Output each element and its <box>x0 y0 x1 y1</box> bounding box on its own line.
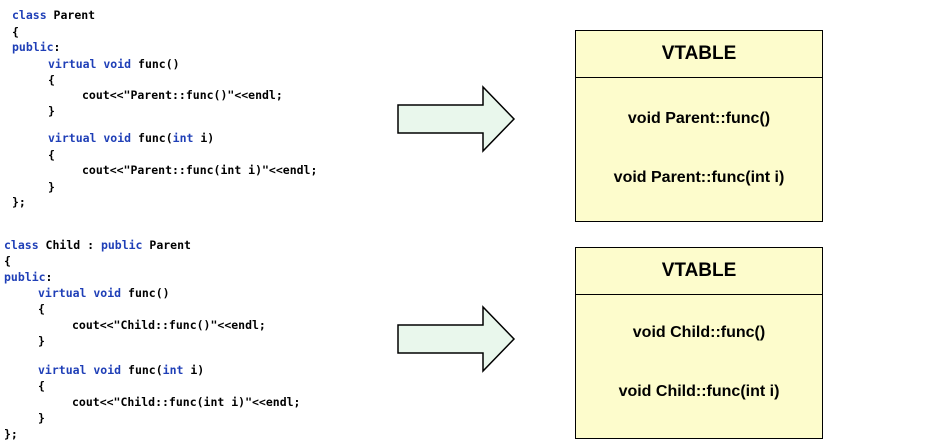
code-keyword: int <box>162 363 184 377</box>
code-keyword: int <box>172 131 194 145</box>
code-line: virtual void func() <box>38 286 170 300</box>
code-line: class Child : public Parent <box>4 238 191 252</box>
child-arrow-icon <box>397 305 516 373</box>
code-text: func() <box>131 57 180 71</box>
code-line: public: <box>12 40 60 54</box>
vtable-entry: void Child::func() <box>632 324 766 341</box>
code-line: } <box>38 411 45 425</box>
code-text: cout<<"Child::func(int i)"<<endl; <box>72 395 301 409</box>
code-text: { <box>38 302 45 316</box>
vtable-entry: void Parent::func(int i) <box>613 169 785 186</box>
code-line: { <box>4 254 11 268</box>
parent-arrow-icon <box>397 85 516 153</box>
vtable-title: VTABLE <box>576 31 822 78</box>
code-line: } <box>48 104 55 118</box>
code-line: { <box>12 25 19 39</box>
code-text: } <box>48 104 55 118</box>
code-text: } <box>48 180 55 194</box>
code-line: public: <box>4 270 52 284</box>
parent-vtable: VTABLE void Parent::func() void Parent::… <box>575 30 823 222</box>
code-text: Parent <box>142 238 191 252</box>
code-text: Parent <box>46 8 96 22</box>
child-vtable: VTABLE void Child::func() void Child::fu… <box>575 247 823 439</box>
code-text: { <box>48 148 55 162</box>
code-keyword: virtual void <box>38 363 122 377</box>
code-keyword: virtual void <box>38 286 122 300</box>
code-text: { <box>12 25 19 39</box>
vtable-entry: void Parent::func() <box>627 110 771 127</box>
code-text: { <box>4 254 11 268</box>
code-line: cout<<"Child::func()"<<endl; <box>72 318 266 332</box>
code-keyword: public <box>4 270 46 284</box>
code-text: cout<<"Child::func()"<<endl; <box>72 318 266 332</box>
code-line: virtual void func() <box>48 57 180 71</box>
code-keyword: virtual void <box>48 131 132 145</box>
code-text: { <box>38 379 45 393</box>
code-text: i) <box>183 363 205 377</box>
code-keyword: class <box>4 238 39 252</box>
vtable-title: VTABLE <box>576 248 822 295</box>
code-text: cout<<"Parent::func()"<<endl; <box>82 88 283 102</box>
code-line: cout<<"Child::func(int i)"<<endl; <box>72 395 300 409</box>
code-text: i) <box>193 131 215 145</box>
code-keyword: public <box>12 40 54 54</box>
code-line: { <box>48 73 55 87</box>
code-text: } <box>38 334 45 348</box>
code-line: cout<<"Parent::func(int i)"<<endl; <box>82 163 317 177</box>
code-line: { <box>48 148 55 162</box>
code-text: { <box>48 73 55 87</box>
code-line: { <box>38 302 45 316</box>
code-line: }; <box>12 195 26 209</box>
code-line: }; <box>4 427 18 441</box>
code-line: cout<<"Parent::func()"<<endl; <box>82 88 283 102</box>
code-text: } <box>38 411 45 425</box>
code-line: virtual void func(int i) <box>38 363 204 377</box>
code-text: }; <box>12 195 26 209</box>
code-line: virtual void func(int i) <box>48 131 214 145</box>
code-text: : <box>53 40 61 54</box>
code-keyword: public <box>100 238 143 252</box>
code-text: func() <box>121 286 170 300</box>
code-text: func( <box>121 363 163 377</box>
code-text: }; <box>4 427 18 441</box>
code-line: } <box>48 180 55 194</box>
code-text: : <box>45 270 53 284</box>
code-keyword: class <box>12 8 47 22</box>
code-keyword: virtual void <box>48 57 132 71</box>
code-text: Child : <box>38 238 101 252</box>
code-text: cout<<"Parent::func(int i)"<<endl; <box>82 163 318 177</box>
code-line: } <box>38 334 45 348</box>
vtable-entry: void Child::func(int i) <box>618 383 780 400</box>
code-line: { <box>38 379 45 393</box>
code-line: class Parent <box>12 8 95 22</box>
code-text: func( <box>131 131 173 145</box>
